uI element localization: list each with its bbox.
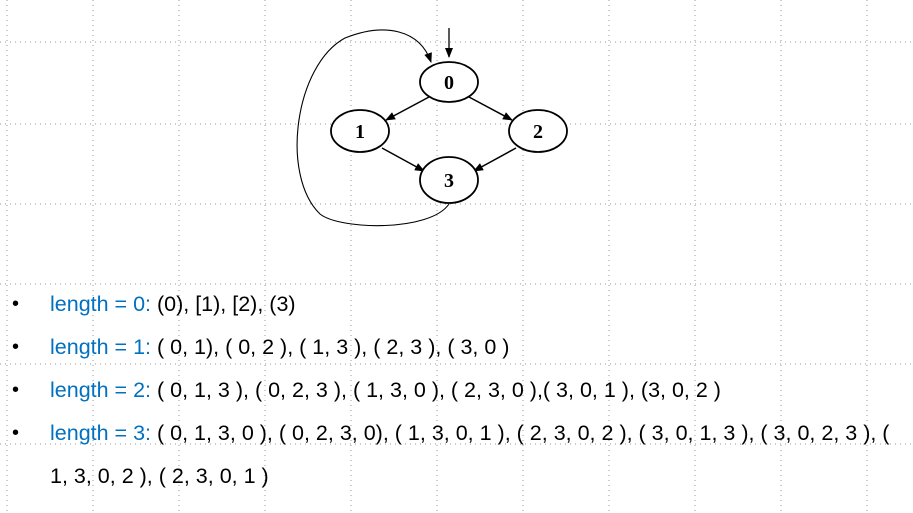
edge-0-2: [468, 96, 513, 121]
bullet-icon: •: [12, 293, 20, 315]
node-3-label: 3: [444, 170, 454, 192]
node-2: 2: [508, 109, 568, 153]
bullet-label: length = 0:: [50, 292, 152, 316]
edge-3-0: [296, 29, 450, 227]
node-2-label: 2: [533, 121, 543, 143]
bullet-text: ( 0, 1, 3, 0 ), ( 0, 2, 3, 0), ( 1, 3, 0…: [50, 421, 890, 488]
node-3: 3: [419, 156, 479, 204]
paths-by-length-list: • length = 0: (0), [1), [2), (3) • lengt…: [12, 283, 907, 498]
node-1-label: 1: [355, 121, 365, 143]
node-0: 0: [419, 61, 479, 103]
bullet-label: length = 1:: [50, 335, 152, 359]
node-0-label: 0: [444, 72, 454, 94]
bullet-icon: •: [12, 336, 20, 358]
edge-1-3: [381, 147, 425, 172]
bullet-label: length = 2:: [50, 378, 152, 402]
bullet-text: (0), [1), [2), (3): [151, 292, 296, 316]
bullet-length-2: • length = 2: ( 0, 1, 3 ), ( 0, 2, 3 ), …: [12, 369, 907, 412]
node-1: 1: [330, 109, 390, 153]
bullet-icon: •: [12, 422, 20, 444]
edge-0-1: [385, 96, 430, 121]
bullet-length-3: • length = 3: ( 0, 1, 3, 0 ), ( 0, 2, 3,…: [12, 412, 907, 498]
bullet-length-1: • length = 1: ( 0, 1), ( 0, 2 ), ( 1, 3 …: [12, 326, 907, 369]
bullet-text: ( 0, 1), ( 0, 2 ), ( 1, 3 ), ( 2, 3 ), (…: [151, 335, 510, 359]
bullet-label: length = 3:: [50, 421, 152, 445]
bullet-length-0: • length = 0: (0), [1), [2), (3): [12, 283, 907, 326]
edge-2-3: [473, 147, 517, 172]
bullet-icon: •: [12, 379, 20, 401]
bullet-text: ( 0, 1, 3 ), ( 0, 2, 3 ), ( 1, 3, 0 ), (…: [151, 378, 721, 402]
